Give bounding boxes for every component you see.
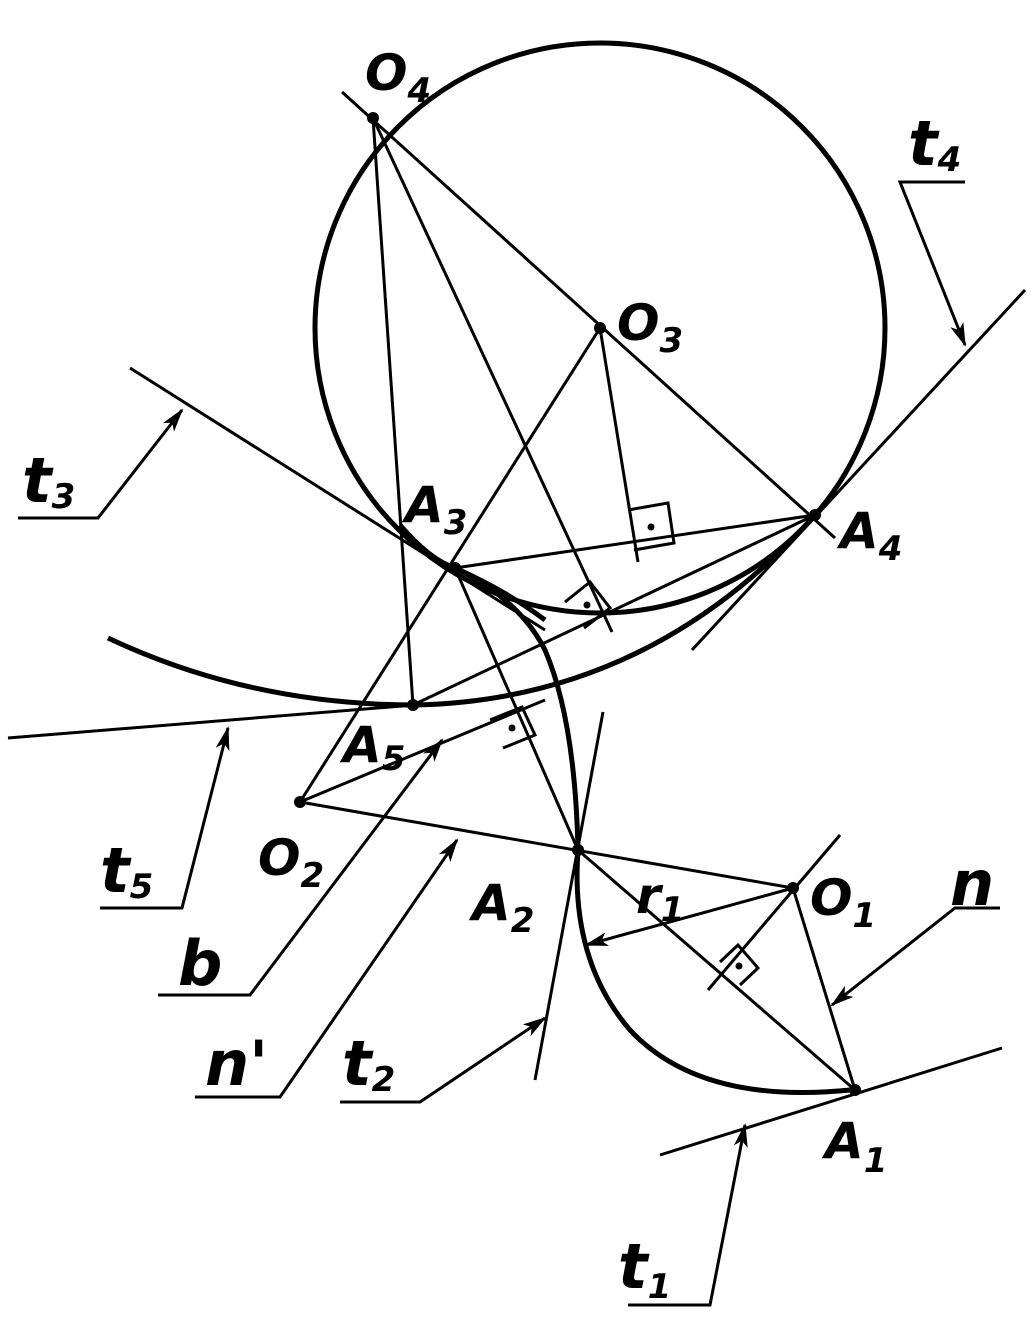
label-t2: t2 [342, 1027, 395, 1100]
right-angle-o1 [718, 942, 761, 987]
label-a4: A4 [836, 502, 902, 569]
arc-o1 [574, 849, 851, 1095]
label-t3: t3 [22, 444, 75, 517]
label-a2: A2 [468, 874, 534, 941]
line-o1-a1 [791, 887, 857, 1091]
line-o3-perp [598, 327, 640, 563]
leader-t1 [628, 1123, 748, 1307]
label-n: n [950, 847, 994, 920]
right-angle-o3 [627, 501, 676, 552]
right-angle-o4 [564, 579, 613, 630]
right-angle-dot [508, 724, 516, 732]
arc-o2 [453, 565, 581, 851]
label-b: b [178, 927, 222, 1000]
point-a2 [572, 844, 584, 856]
points [294, 112, 861, 1096]
labels: O4 O3 A4 A3 A5 O2 A2 O1 A1 t1 t2 t3 t4 t… [22, 44, 994, 1307]
line-o2-o1 [299, 800, 794, 890]
point-o1 [787, 882, 799, 894]
leader-n-prime [195, 838, 459, 1099]
leader-t4 [897, 180, 967, 347]
label-o4: O4 [365, 44, 431, 111]
label-o3: O3 [617, 294, 683, 361]
line-o4-mid [371, 117, 614, 633]
line-o4-a4 [340, 90, 837, 540]
leaders [18, 180, 1000, 1307]
leader-n [830, 906, 1000, 1007]
circle-o3 [312, 40, 888, 616]
construction-lines [7, 90, 1027, 1157]
point-o3 [594, 322, 606, 334]
chord-a5-a4 [412, 513, 816, 707]
tangent-t4 [690, 288, 1027, 652]
chord-a2-a1 [577, 848, 856, 1092]
right-angle-dot [735, 962, 743, 970]
curves [106, 40, 888, 1095]
point-a1 [849, 1084, 861, 1096]
right-angle-dots [508, 523, 743, 970]
leader-r1 [584, 886, 794, 947]
leader-b [158, 738, 444, 997]
tangent-t5 [7, 703, 416, 740]
point-o4 [367, 112, 379, 124]
tangent-t2 [533, 711, 605, 1081]
point-a3 [449, 562, 461, 574]
label-o1: O1 [810, 869, 876, 936]
label-r1: r1 [636, 867, 684, 930]
tangent-t1 [659, 1046, 1003, 1157]
tangent-t3 [129, 366, 546, 632]
label-t1: t1 [618, 1230, 671, 1307]
arc-o4 [106, 513, 817, 708]
point-a4 [809, 509, 821, 521]
label-a1: A1 [821, 1112, 887, 1181]
label-t4: t4 [908, 107, 961, 180]
leader-t2 [340, 1016, 547, 1104]
label-t5: t5 [100, 834, 153, 907]
right-angle-dot [647, 523, 655, 531]
point-a5 [407, 699, 419, 711]
right-angle-dot [583, 601, 591, 609]
label-n-prime: n' [205, 1027, 268, 1100]
line-o2-b [299, 698, 546, 804]
label-a5: A5 [339, 716, 405, 779]
label-a3: A3 [401, 476, 467, 543]
leader-t3 [18, 408, 184, 520]
label-o2: O2 [258, 829, 324, 896]
leader-t5 [100, 726, 230, 910]
line-o4-a5 [371, 117, 415, 706]
chord-a3-a4 [454, 513, 816, 570]
right-angle-o2 [489, 705, 538, 750]
point-o2 [294, 796, 306, 808]
line-o1-perp [706, 834, 842, 991]
